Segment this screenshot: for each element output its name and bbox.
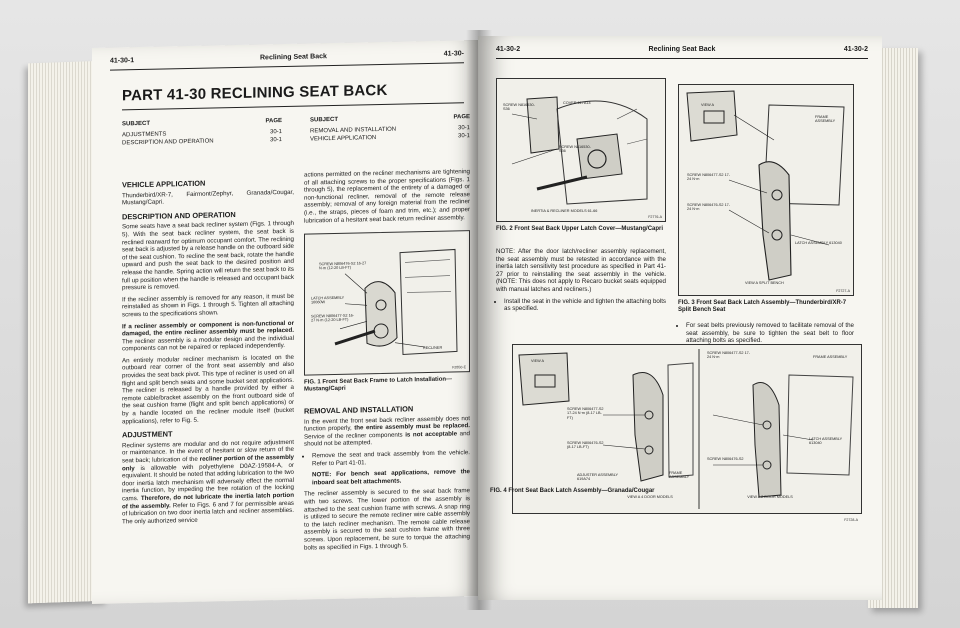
description-paragraph: An entirely modular recliner mechanism i… (122, 353, 294, 426)
figure-4-callout: LATCH ASSEMBLY 613040 (809, 437, 843, 446)
figure-3-callout: VIEW A SPLIT BENCH (745, 281, 784, 285)
right-page-header: 41-30-2 Reclining Seat Back 41-30-2 (496, 44, 868, 59)
figure-1-callout: SCREW N806477-S2 16-27 N·m (12-20 LB-FT) (311, 313, 355, 323)
figure-4: VIEW A SCREW N806477-S2 17-24 N·m (8-17 … (512, 344, 862, 522)
left-page-number: 41-30-1 (110, 57, 135, 65)
seatbelt-bullets: For seat belts previously removed to fac… (686, 322, 854, 345)
figure-3-callout: SCREW N806476-S2 17-24 N·m (687, 203, 731, 212)
figure-2-code: F2776-A (648, 215, 662, 219)
right-page-number-right: 41-30-2 (843, 46, 868, 53)
adjustment-heading: ADJUSTMENT (122, 429, 173, 440)
right-page-text-2: For seat belts previously removed to fac… (678, 322, 854, 349)
description-rest: The recliner assembly is a modular desig… (122, 334, 294, 353)
description-heading: DESCRIPTION AND OPERATION (122, 209, 236, 222)
figure-2-illustration (511, 96, 648, 205)
note-paragraph: NOTE: After the door latch/recliner asse… (496, 248, 666, 293)
right-page-running-title: Reclining Seat Back (648, 46, 716, 53)
right-page-number: 41-30-2 (496, 46, 521, 53)
removal-note: NOTE: For bench seat applications, remov… (312, 468, 470, 486)
seatbelt-bullet: For seat belts previously removed to fac… (686, 322, 854, 345)
figure-3-callout: SCREW N806477-S2 17-24 N·m (687, 173, 731, 182)
left-page: 41-30-1 Reclining Seat Back 41-30- PART … (92, 39, 478, 605)
figure-2-callout: SCREW N816530-S36 (503, 103, 535, 112)
figure-2-callout: SCREW N816530-S36 (559, 145, 591, 154)
left-page-number-right: 41-30- (443, 50, 464, 58)
toc-page-label: PAGE (265, 118, 282, 125)
figure-4-callout: SCREW N806477-S2 17-24 N·m (707, 351, 751, 360)
figure-4-callout: SCREW N806477-S2 17-24 N·m (8-17 LB-FT) (567, 407, 604, 420)
figure-4-caption: FIG. 4 Front Seat Back Latch Assembly—Gr… (490, 488, 655, 494)
install-bullet: Install the seat in the vehicle and tigh… (504, 298, 666, 313)
figure-3-callout: LATCH ASSEMBLY 613040 (795, 241, 842, 245)
figure-2-callout: INERTIA & RECLINER MODELS 61-66 (531, 209, 598, 213)
figure-4-callout: FRAME ASSEMBLY (813, 355, 848, 359)
right-page-text: NOTE: After the door latch/recliner asse… (496, 248, 666, 317)
vehicle-application-text: Thunderbird/XR-7, Fairmont/Zephyr, Grana… (122, 188, 294, 207)
figure-4-illustration (518, 349, 854, 509)
figure-2: SCREW N816530-S36 COVER 617A14 SCREW N81… (496, 78, 666, 222)
figure-3-code: F2727-A (836, 289, 850, 293)
figure-4-callout: ADJUSTER ASSEMBLY 619A74 (577, 473, 619, 482)
figure-1: SCREW N806476-S2 16-27 N·m (12-20 LB-FT)… (304, 230, 470, 376)
description-paragraph: If a recliner assembly or component is n… (122, 319, 294, 353)
figure-3-callout: VIEW A (701, 103, 715, 107)
title-rule (122, 102, 464, 111)
figure-1-caption: FIG. 1 Front Seat Back Frame to Latch In… (304, 376, 453, 394)
removal-bullet: Remove the seat and track assembly from … (312, 449, 470, 467)
removal-paragraph: In the event the front seat back recline… (304, 415, 470, 449)
figure-3-illustration (686, 90, 845, 281)
right-page: 41-30-2 Reclining Seat Back 41-30-2 SCRE… (478, 36, 882, 600)
removal-heading: REMOVAL AND INSTALLATION (304, 404, 414, 416)
figure-2-caption: FIG. 2 Front Seat Back Upper Latch Cover… (496, 226, 664, 232)
description-paragraph: If the recliner assembly is removed for … (122, 292, 294, 319)
figure-4-code: F2728-A (844, 518, 858, 522)
figure-3: FRAME ASSEMBLY VIEW A SCREW N806477-S2 1… (678, 84, 854, 296)
figure-4-callout: SCREW N806476-S2 (707, 457, 744, 461)
toc-subject: DESCRIPTION AND OPERATION (122, 138, 214, 147)
right-column-lower: REMOVAL AND INSTALLATION In the event th… (304, 398, 470, 556)
removal-bold: is not acceptable (405, 430, 458, 439)
figure-4-callout: FRAME ASSEMBLY (669, 471, 690, 480)
figure-3-callout: FRAME ASSEMBLY (815, 115, 836, 124)
figure-3-caption: FIG. 3 Front Seat Back Latch Assembly—Th… (678, 300, 847, 314)
toc-page: 30-1 (269, 129, 282, 136)
part-title: PART 41-30 RECLINING SEAT BACK (122, 81, 388, 105)
removal-paragraph: The recliner assembly is secured to the … (304, 487, 470, 552)
figure-1-callout: RECLINER (423, 345, 443, 351)
left-page-running-title: Reclining Seat Back (260, 53, 327, 62)
figure-1-illustration (334, 248, 458, 356)
right-column: actions permitted on the recliner mechan… (304, 168, 470, 229)
figure-1-callout: LATCH ASSEMBLY 16060W (311, 295, 345, 305)
figure-4-callout: VIEW A 4 DOOR MODELS (627, 495, 673, 499)
figure-4-callout: VIEW A 2 DOOR MODELS (747, 495, 793, 499)
removal-bullets: Remove the seat and track assembly from … (312, 449, 470, 467)
figure-4-callout: VIEW A (531, 359, 545, 363)
toc-page: 30-1 (269, 137, 282, 144)
install-bullets: Install the seat in the vehicle and tigh… (504, 298, 666, 313)
adjustment-paragraph: Recliner systems are modular and do not … (122, 439, 294, 526)
note-bold: NOTE: For bench seat applications, remov… (312, 468, 470, 487)
figure-4-callout: SCREW N806476-S2 (8-17 LB-FT) (567, 441, 604, 450)
top-paragraph: actions permitted on the recliner mechan… (304, 168, 470, 225)
toc-subject-label: SUBJECT (122, 120, 151, 128)
vehicle-application-heading: VEHICLE APPLICATION (122, 178, 206, 190)
figure-1-callout: SCREW N806476-S2 16-27 N·m (12-20 LB-FT) (319, 261, 367, 271)
toc-subject: VEHICLE APPLICATION (310, 135, 377, 143)
left-page-header: 41-30-1 Reclining Seat Back 41-30- (110, 48, 464, 71)
description-paragraph: Some seats have a seat back recliner sys… (122, 220, 294, 292)
figure-2-callout: COVER 617A14 (563, 101, 591, 105)
figure-1-code: F2850-E (452, 365, 466, 370)
left-column: VEHICLE APPLICATION Thunderbird/XR-7, Fa… (122, 172, 294, 530)
toc-subject-label: SUBJECT (310, 116, 339, 124)
